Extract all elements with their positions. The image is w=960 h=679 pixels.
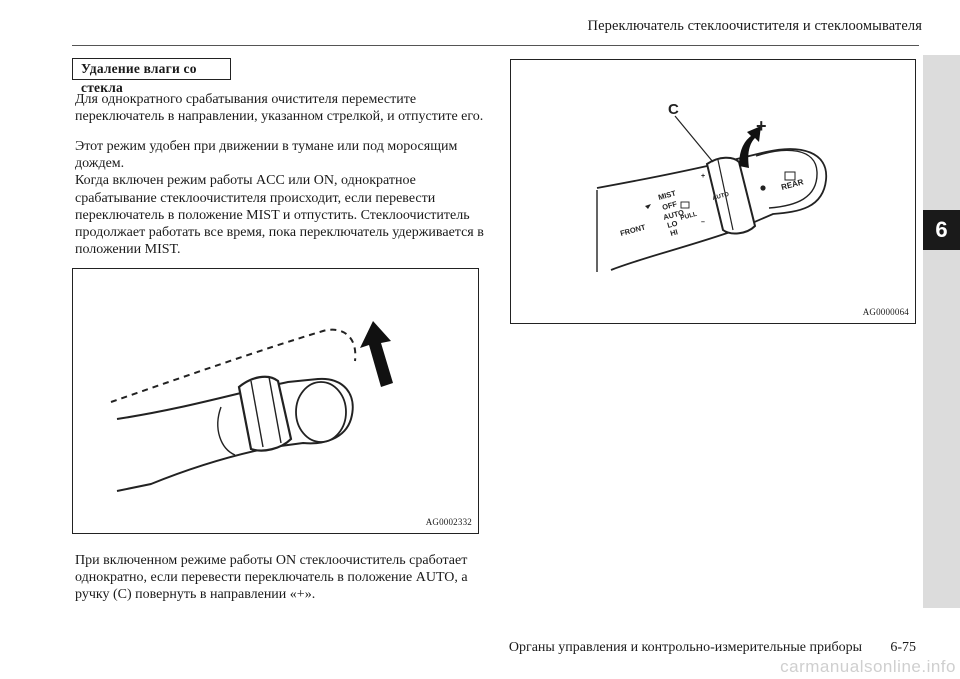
figure-code: AG0000064 [862, 307, 909, 317]
watermark: carmanualsonline.info [780, 657, 956, 676]
chapter-number-badge: 6 [923, 210, 960, 250]
off-label: OFF [661, 199, 678, 212]
section-heading: Удаление влаги со стекла [72, 58, 231, 95]
front-wiper-icon [680, 201, 690, 209]
figure-lever-push: AG0002332 [72, 268, 479, 534]
running-header: Переключатель стеклоочистителя и стеклоо… [587, 18, 922, 34]
chapter-side-tab [923, 55, 960, 608]
figure-lever-markings: C + MIST OFF AUTO LO HI FRONT PULL AUTO … [510, 59, 916, 324]
paragraph-auto-mode: При включенном режиме работы ON стеклооч… [75, 553, 468, 603]
figure-code: AG0002332 [425, 517, 472, 527]
pull-label: PULL [680, 211, 698, 222]
ring-minus-label: – [701, 219, 705, 226]
page-number: 6-75 [890, 640, 916, 655]
plus-direction-label: + [756, 116, 767, 136]
callout-c-label: C [668, 101, 679, 118]
paragraph-single-wipe: Для однократного срабатывания очистителя… [75, 92, 484, 125]
lever-markings-illustration: C + MIST OFF AUTO LO HI FRONT PULL AUTO … [596, 101, 827, 272]
paragraph-mist-mode: Этот режим удобен при движении в тумане … [75, 139, 484, 258]
ring-auto-label: AUTO [712, 192, 730, 202]
lever-push-illustration [110, 321, 393, 492]
rear-wiper-icon [784, 171, 796, 181]
ring-plus-label: + [701, 173, 705, 180]
footer-chapter-title: Органы управления и контрольно-измерител… [508, 640, 862, 655]
lo-label: LO [666, 218, 679, 229]
position-dot-icon [760, 185, 766, 191]
header-divider [72, 45, 919, 46]
hi-label: HI [669, 227, 679, 238]
